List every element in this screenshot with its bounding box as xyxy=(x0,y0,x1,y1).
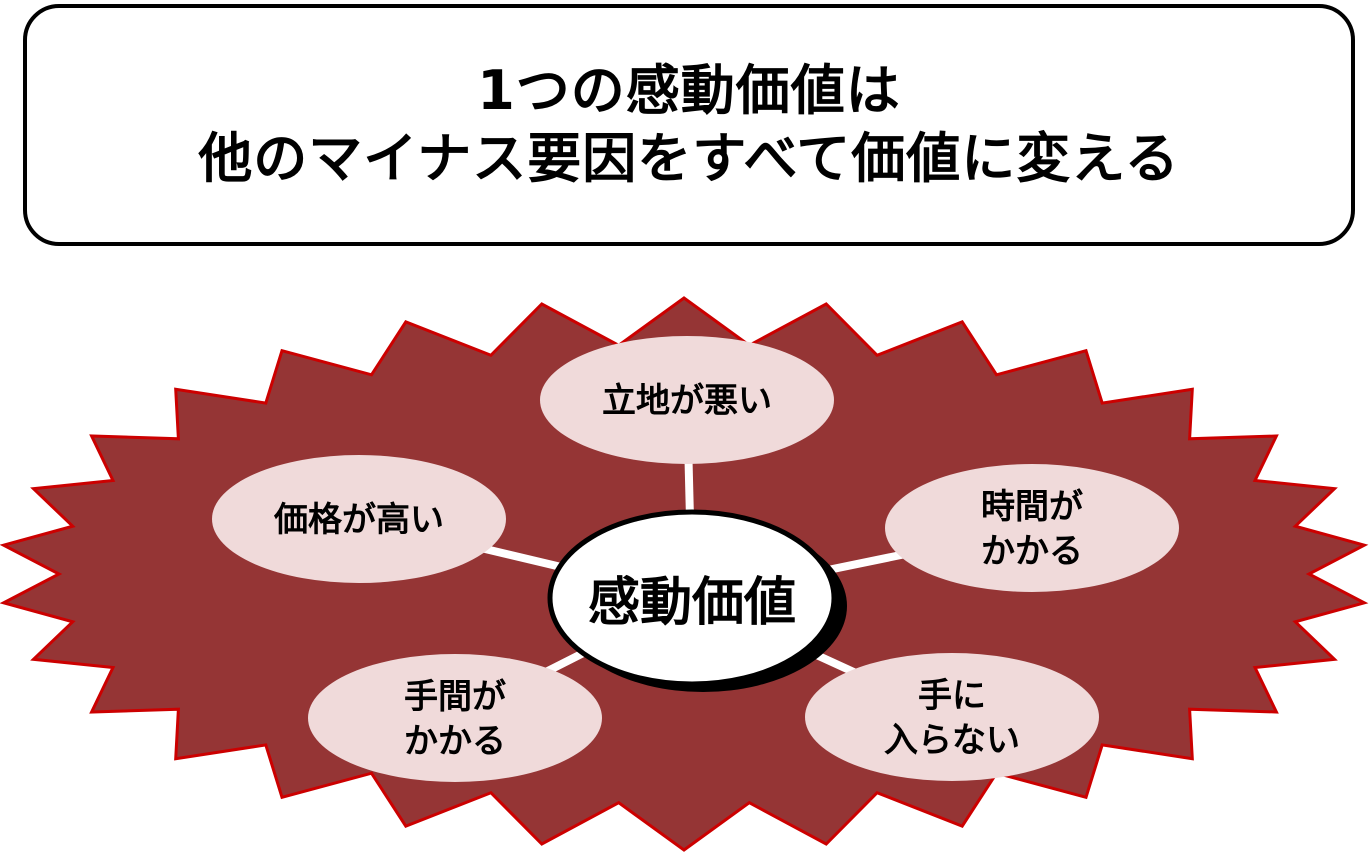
factor-location-bubble xyxy=(540,336,834,464)
center-label: 感動価値 xyxy=(588,573,796,633)
factor-time-bubble xyxy=(885,464,1179,592)
title-box: 1つの感動価値は 他のマイナス要因をすべて価値に変える xyxy=(23,4,1355,246)
center-node: 感動価値 xyxy=(547,509,847,692)
factor-effort-label: 手間が xyxy=(404,677,506,717)
factor-availability-bubble xyxy=(805,653,1099,781)
title-line-1: 1つの感動価値は xyxy=(477,59,901,122)
factor-availability-label: 入らない xyxy=(884,721,1020,761)
factor-effort-label: かかる xyxy=(404,722,506,762)
factor-effort-bubble xyxy=(308,654,602,782)
factor-location: 立地が悪い xyxy=(540,336,834,464)
factor-time-label: 時間が xyxy=(981,487,1083,527)
factor-price-label: 価格が高い xyxy=(273,500,444,540)
factor-location-label: 立地が悪い xyxy=(602,381,772,421)
center-ellipse xyxy=(547,509,837,687)
factor-availability-label: 手に xyxy=(918,676,986,716)
factor-price: 価格が高い xyxy=(212,455,506,583)
factor-time-label: かかる xyxy=(981,532,1083,572)
title-line-2: 他のマイナス要因をすべて価値に変える xyxy=(198,127,1180,190)
factor-price-bubble xyxy=(212,455,506,583)
